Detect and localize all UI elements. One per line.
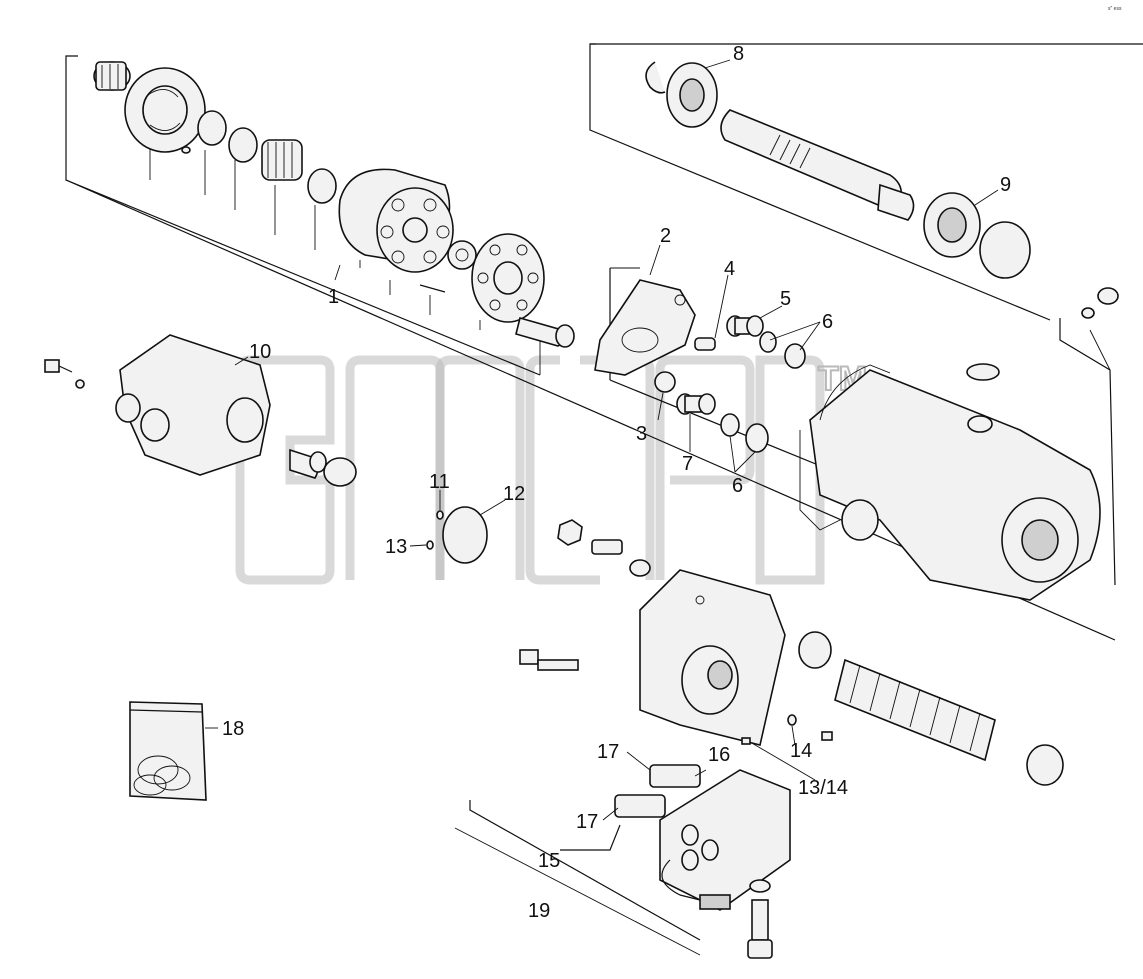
callout-16: 16 bbox=[708, 744, 730, 766]
group-bracket-housing bbox=[1059, 318, 1116, 586]
callout-13: 13 bbox=[385, 536, 407, 558]
snap-ring-9 bbox=[979, 221, 1031, 279]
callout-10: 10 bbox=[249, 341, 271, 363]
bolt-19 bbox=[747, 899, 773, 959]
o-ring-13 bbox=[426, 540, 434, 550]
bearing-9 bbox=[923, 192, 981, 258]
cylinder-block bbox=[338, 168, 454, 273]
spring-1 bbox=[261, 139, 303, 181]
corner-mark: s" ess bbox=[1108, 6, 1122, 12]
needle-bearing bbox=[93, 61, 131, 91]
pump-housing bbox=[799, 363, 1101, 601]
large-spring bbox=[834, 658, 996, 762]
drive-shaft bbox=[720, 109, 915, 221]
bolt-cover bbox=[519, 649, 579, 671]
pin-2 bbox=[419, 284, 446, 293]
washer-6d bbox=[745, 423, 769, 453]
leader-lines bbox=[205, 59, 999, 821]
pin-4 bbox=[694, 337, 716, 351]
solenoid-17a bbox=[649, 764, 701, 788]
callout-labels: 1 2 3 4 5 6 6 7 8 9 10 11 12 13 13/14 14… bbox=[222, 43, 1011, 922]
pin-14 bbox=[821, 731, 833, 741]
callout-12: 12 bbox=[503, 483, 525, 505]
o-ring-14 bbox=[787, 714, 797, 726]
bolt-10 bbox=[44, 359, 73, 373]
callout-9: 9 bbox=[1000, 174, 1011, 196]
callout-13-14: 13/14 bbox=[798, 777, 848, 799]
seal-kit-bag bbox=[129, 701, 207, 801]
washer-2 bbox=[307, 168, 337, 204]
callout-6-upper: 6 bbox=[822, 311, 833, 333]
group-bracket-shaft bbox=[589, 43, 1143, 321]
valve-plate bbox=[124, 67, 206, 153]
callout-11: 11 bbox=[429, 471, 450, 493]
callout-7: 7 bbox=[682, 453, 693, 475]
retainer-plate bbox=[471, 233, 545, 323]
spring-seat bbox=[798, 631, 832, 669]
piston-shoe bbox=[515, 317, 575, 348]
washer-1 bbox=[228, 127, 258, 163]
callout-2: 2 bbox=[660, 225, 671, 247]
solenoid-17b bbox=[614, 794, 666, 818]
plug bbox=[1097, 287, 1119, 305]
washer-6a bbox=[759, 331, 777, 353]
callout-19: 19 bbox=[528, 900, 550, 922]
o-ring-11 bbox=[436, 510, 444, 520]
pin-1 bbox=[181, 146, 191, 154]
wire-harness bbox=[661, 859, 731, 910]
callout-8: 8 bbox=[733, 43, 744, 65]
adjust-screw bbox=[591, 539, 623, 555]
nut bbox=[557, 519, 583, 546]
pin-7 bbox=[676, 393, 716, 415]
coupling bbox=[289, 448, 357, 487]
ball bbox=[654, 371, 676, 393]
callout-14: 14 bbox=[790, 740, 812, 762]
o-ring-plug bbox=[1081, 307, 1095, 319]
callout-4: 4 bbox=[724, 258, 735, 280]
callout-1: 1 bbox=[328, 286, 339, 308]
callout-17-lower: 17 bbox=[576, 811, 598, 833]
swash-plate bbox=[594, 279, 696, 376]
solenoid-valve-block bbox=[659, 769, 791, 911]
washer-10 bbox=[75, 379, 85, 389]
seal-washer bbox=[629, 559, 651, 577]
pin-5 bbox=[726, 315, 764, 337]
snap-ring-1 bbox=[197, 110, 227, 146]
orifice-13-14 bbox=[741, 737, 751, 745]
spring-cap bbox=[1026, 744, 1064, 786]
callout-3: 3 bbox=[636, 423, 647, 445]
callout-6-lower: 6 bbox=[732, 475, 743, 497]
washer-19 bbox=[749, 879, 771, 893]
callout-17-upper: 17 bbox=[597, 741, 619, 763]
bearing-8 bbox=[666, 62, 718, 128]
end-cover bbox=[639, 569, 786, 746]
gear-pump bbox=[115, 334, 271, 476]
group-bracket-lower bbox=[454, 800, 701, 956]
callout-15: 15 bbox=[538, 850, 560, 872]
callout-18: 18 bbox=[222, 718, 244, 740]
callout-5: 5 bbox=[780, 288, 791, 310]
snap-ring-8 bbox=[645, 61, 666, 94]
spherical-bush bbox=[447, 240, 477, 270]
o-ring-12 bbox=[442, 506, 488, 564]
washer-6c bbox=[720, 413, 740, 437]
